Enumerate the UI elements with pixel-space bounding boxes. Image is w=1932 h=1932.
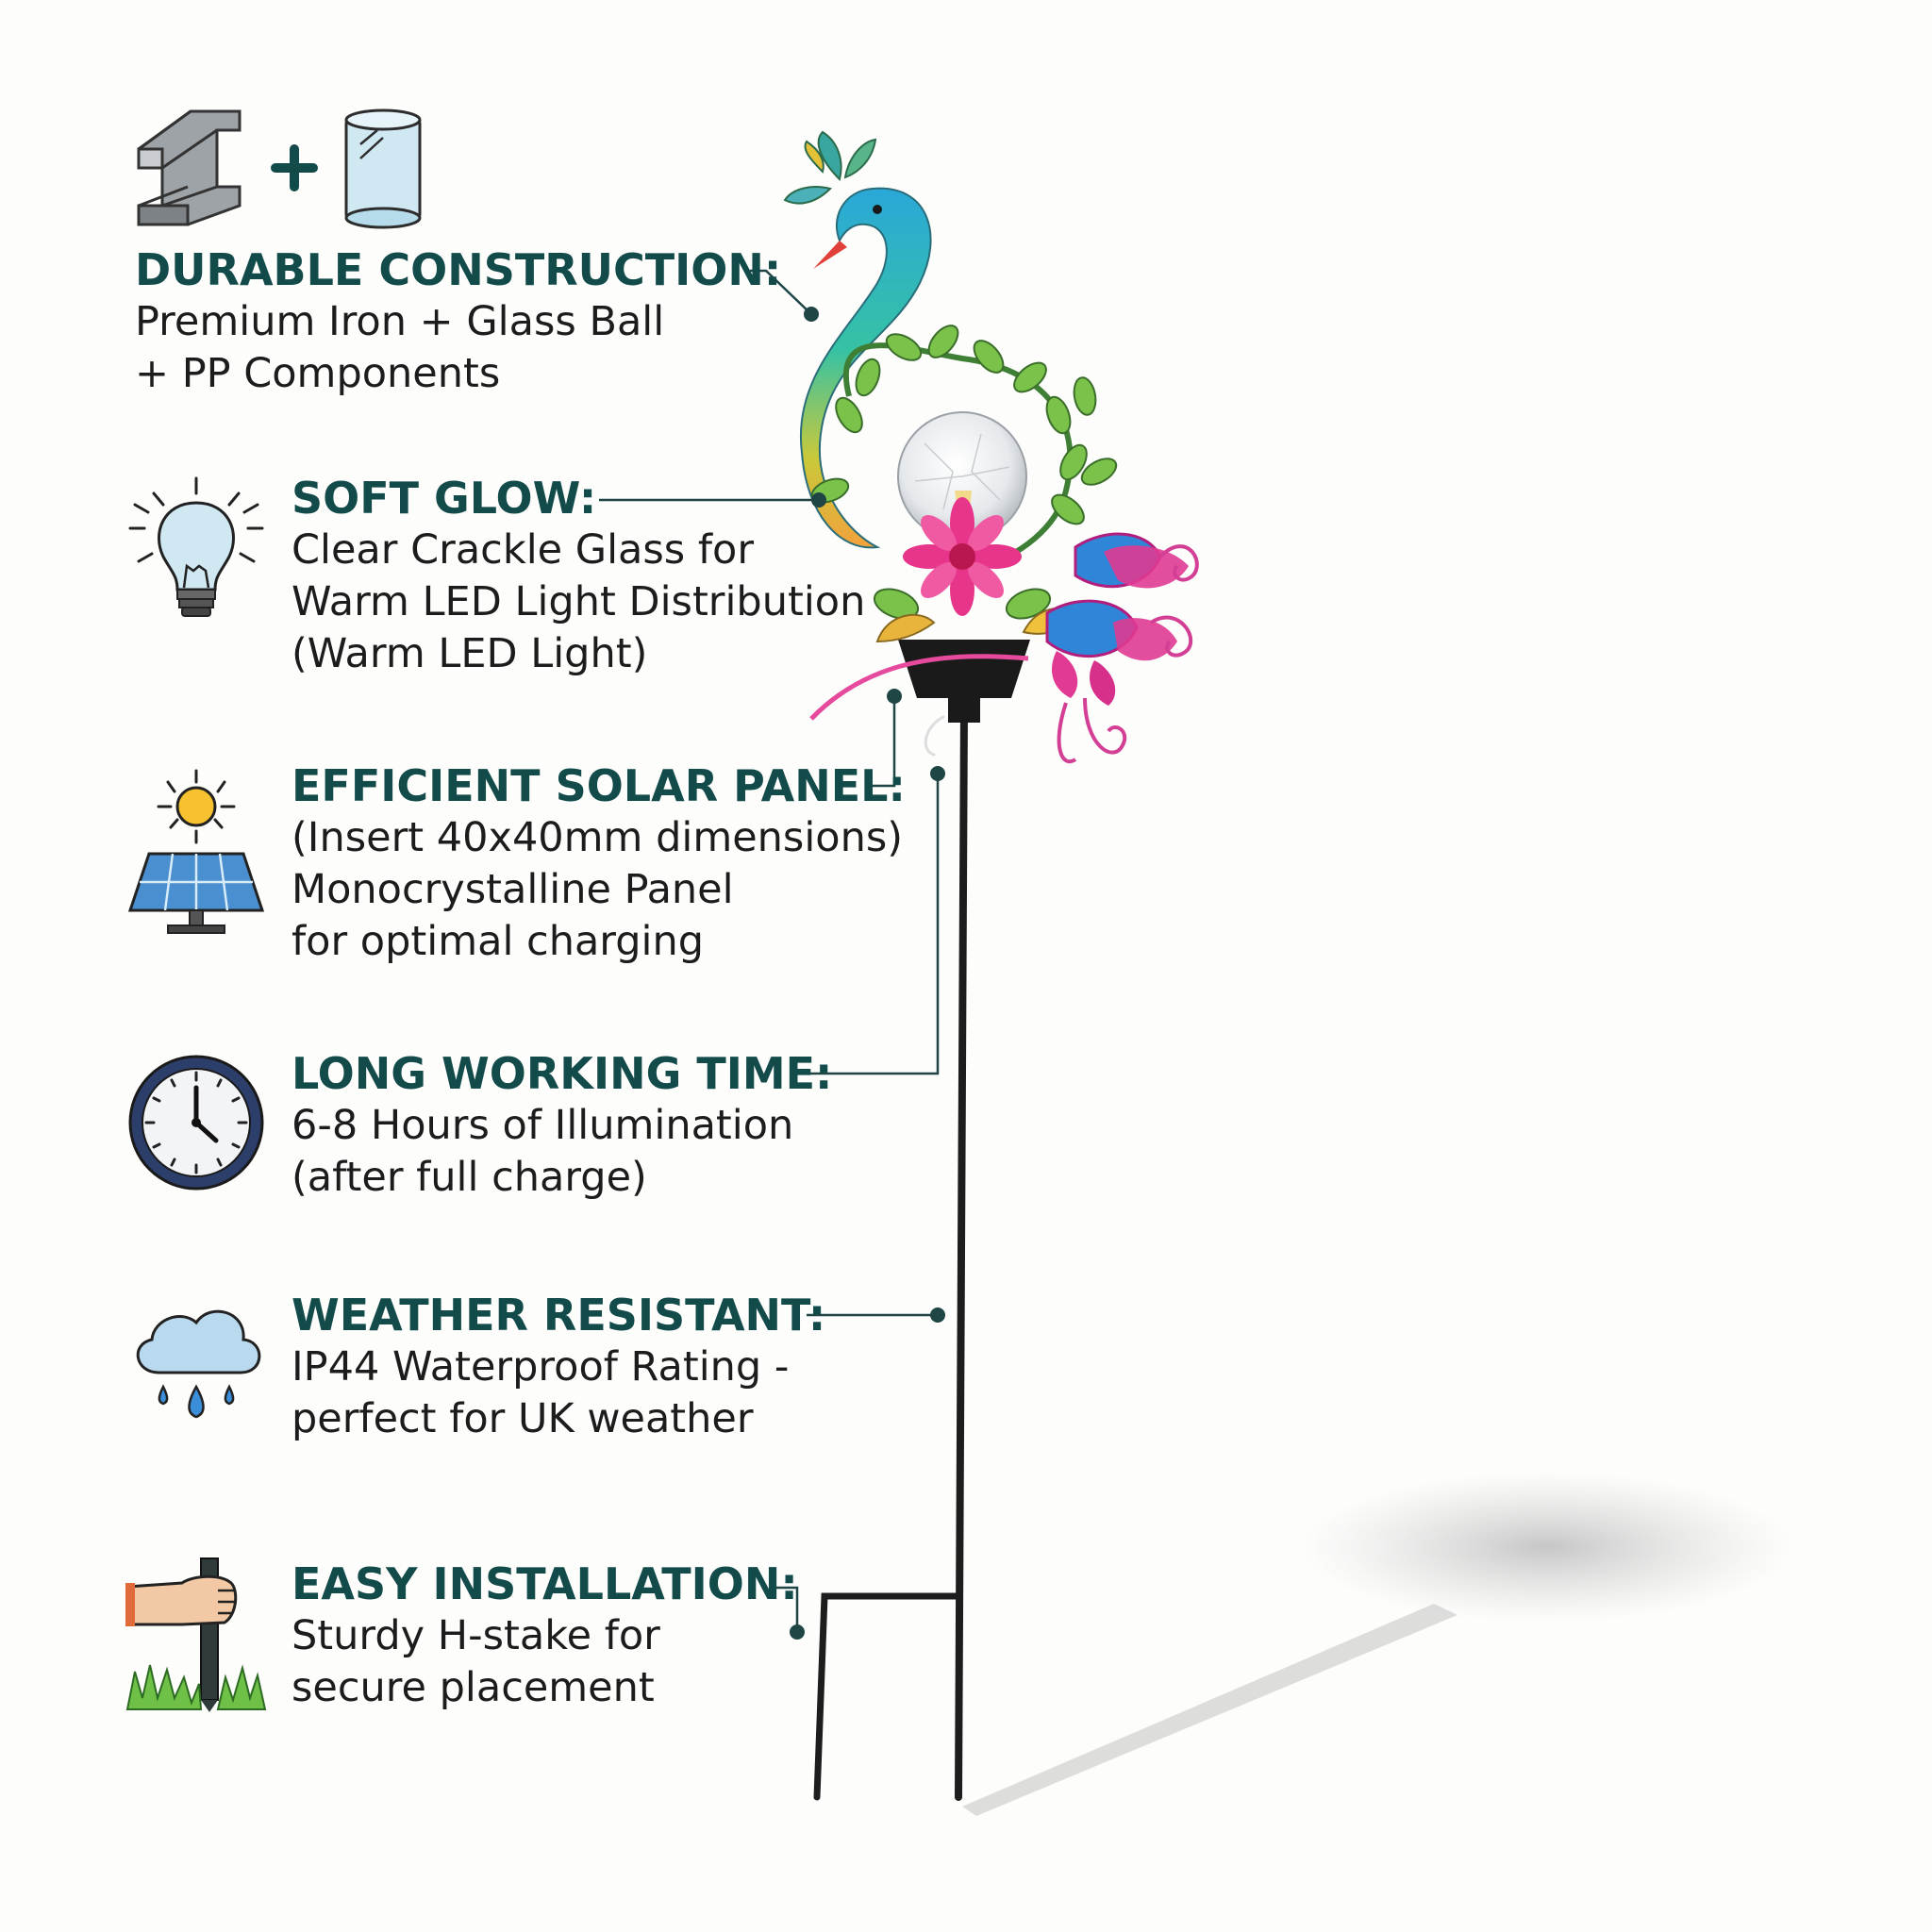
feature-title: SOFT GLOW: (291, 473, 597, 524)
connector-dots (790, 307, 945, 1640)
feature-line: Clear Crackle Glass for (291, 526, 755, 574)
iron-beam-plus-glass-icon (134, 107, 426, 229)
feature-line: secure placement (291, 1664, 655, 1711)
feature-line: Monocrystalline Panel (291, 866, 734, 913)
light-bulb-icon (125, 476, 267, 627)
feature-title: LONG WORKING TIME: (291, 1048, 833, 1099)
feature-line: perfect for UK weather (291, 1395, 754, 1442)
feature-durable-construction: DURABLE CONSTRUCTION: Premium Iron + Gla… (135, 243, 781, 400)
feature-line: Warm LED Light Distribution (291, 578, 866, 625)
feature-title: EFFICIENT SOLAR PANEL: (291, 760, 906, 811)
feature-line: for optimal charging (291, 918, 705, 965)
feature-line: + PP Components (135, 350, 501, 397)
feature-line: Premium Iron + Glass Ball (135, 298, 665, 345)
clock-icon (125, 1052, 267, 1193)
crest-leaves (783, 130, 877, 205)
feature-efficient-solar-panel: EFFICIENT SOLAR PANEL: (Insert 40x40mm d… (291, 759, 906, 968)
feature-long-working-time: LONG WORKING TIME: 6-8 Hours of Illumina… (291, 1047, 832, 1204)
feature-line: (Warm LED Light) (291, 630, 648, 677)
feature-easy-installation: EASY INSTALLATION: Sturdy H-stake for se… (291, 1557, 798, 1714)
peacock-figure (783, 130, 1199, 763)
feature-line: (Insert 40x40mm dimensions) (291, 814, 904, 861)
feature-line: (after full charge) (291, 1154, 647, 1201)
feature-title: DURABLE CONSTRUCTION: (135, 244, 782, 295)
feature-title: EASY INSTALLATION: (291, 1558, 798, 1609)
tail-curls (1057, 544, 1199, 763)
feature-title: WEATHER RESISTANT: (291, 1290, 826, 1341)
callout-connectors (599, 269, 940, 1632)
feature-soft-glow: SOFT GLOW: Clear Crackle Glass for Warm … (291, 472, 865, 680)
feature-line: IP44 Waterproof Rating - (291, 1343, 790, 1391)
feature-line: 6-8 Hours of Illumination (291, 1102, 794, 1149)
feature-line: Sturdy H-stake for (291, 1612, 660, 1659)
pink-flower (903, 497, 1022, 616)
stake-pole (813, 704, 968, 1801)
ground-shadow (962, 1472, 1792, 1816)
hand-stake-grass-icon (125, 1557, 267, 1712)
solar-panel-sun-icon (125, 769, 267, 939)
feature-weather-resistant: WEATHER RESISTANT: IP44 Waterproof Ratin… (291, 1289, 825, 1445)
tail-feathers (1045, 532, 1189, 706)
rain-cloud-icon (125, 1292, 267, 1434)
